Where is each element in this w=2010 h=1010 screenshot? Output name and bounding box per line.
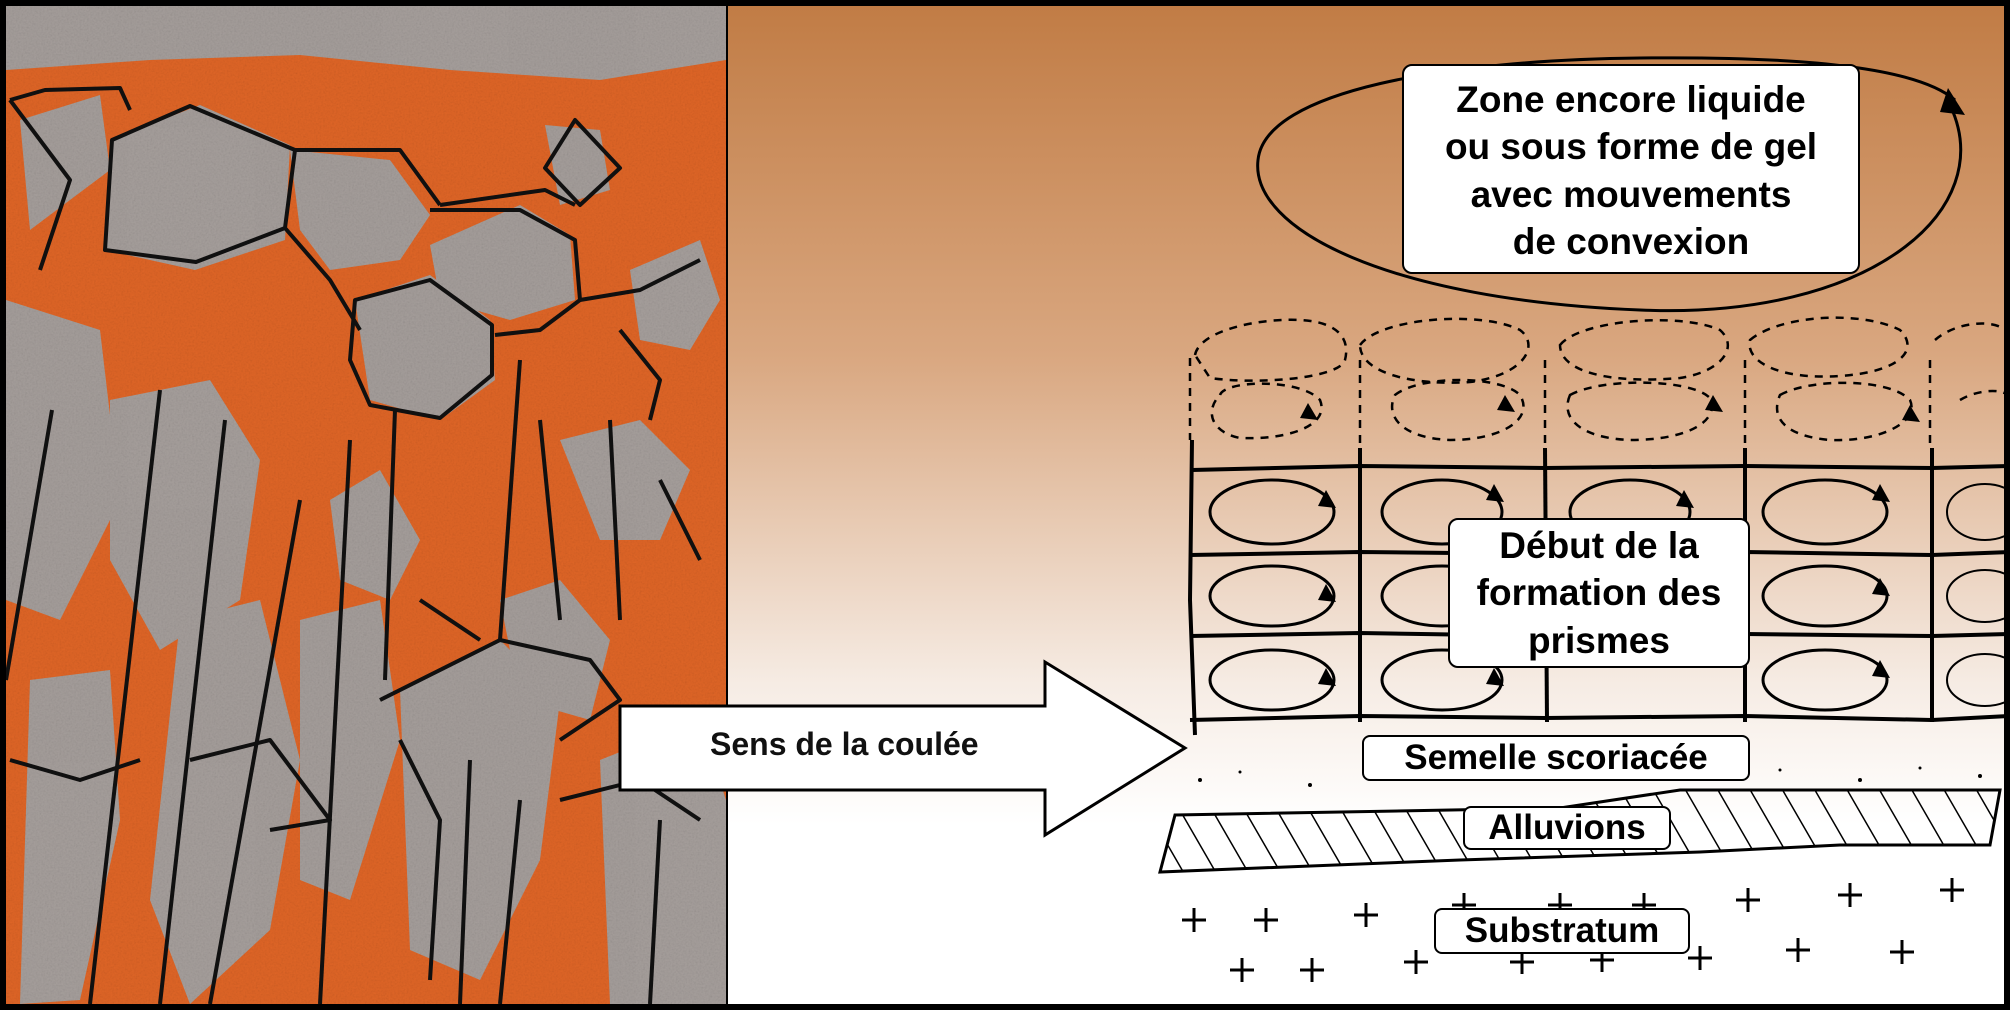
scoria-sole-label: Semelle scoriacée xyxy=(1362,735,1750,781)
basalt-columns-photo xyxy=(6,6,726,1004)
prism-formation-line-2: formation des xyxy=(1476,572,1722,614)
liquid-zone-line-4: de convexion xyxy=(1512,221,1750,263)
prism-formation-line-1: Début de la xyxy=(1499,525,1699,566)
flow-direction-arrow xyxy=(618,659,1188,838)
alluvions-label: Alluvions xyxy=(1463,806,1671,850)
prism-convection-loops xyxy=(1208,478,2004,712)
prism-formation-line-3: prismes xyxy=(1528,619,1670,661)
prism-formation-label: Début de la formation des prismes xyxy=(1448,518,1750,668)
convection-arrowhead-icon xyxy=(1940,88,1965,115)
forming-cells-dashed xyxy=(1188,316,2004,450)
flow-direction-label: Sens de la coulée xyxy=(710,726,979,762)
forming-cells-arrowheads xyxy=(1300,395,1920,422)
rock-texture xyxy=(6,6,726,1004)
liquid-zone-line-2: ou sous forme de gel xyxy=(1444,126,1818,168)
liquid-zone-line-3: avec mouvements xyxy=(1470,173,1792,215)
liquid-zone-line-1: Zone encore liquide xyxy=(1456,79,1806,120)
liquid-zone-convection-loop xyxy=(1256,56,1965,313)
substratum-crosses xyxy=(1182,878,1964,982)
column-joints xyxy=(6,86,702,1004)
prism-loop-arrowheads xyxy=(1318,484,1890,686)
substratum-label: Substratum xyxy=(1434,908,1690,954)
liquid-zone-label: Zone encore liquide ou sous forme de gel… xyxy=(1402,64,1860,274)
